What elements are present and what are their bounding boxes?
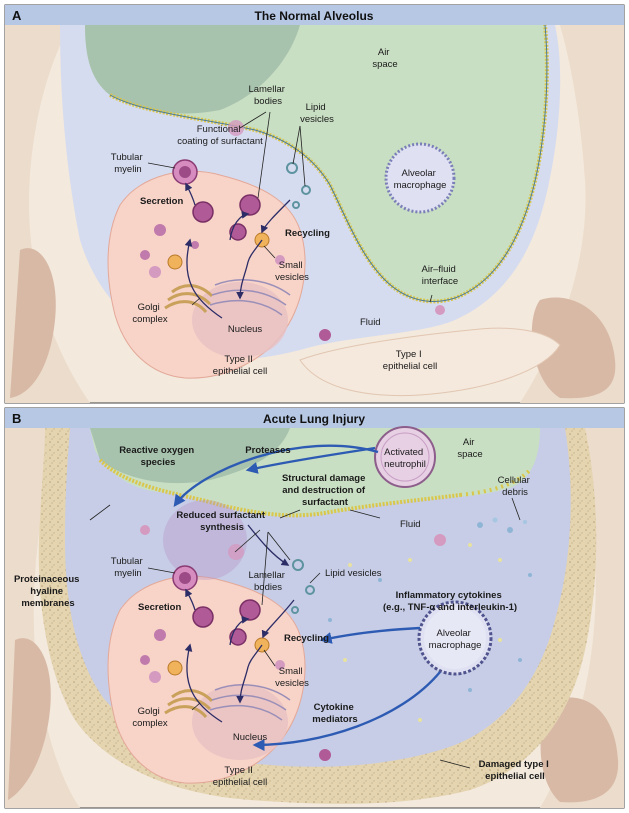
leader-lines-a [147,111,433,306]
surfactant-monolayer-b [98,458,461,518]
tubular-myelin-core-a [179,166,191,178]
panel-a-title: The Normal Alveolus [255,9,374,23]
label-type-ii-cell-b: Type II epithelial cell [213,765,267,788]
label-fluid-b: Fluid [400,519,421,530]
lipid-vesicles-a [286,162,311,209]
label-golgi-complex-b: Golgi complex [132,706,168,729]
tissue-right [520,25,624,403]
label-reactive-oxygen-b: Reactive oxygen species [119,445,197,468]
air-space-a [85,25,547,302]
arrow-lb-mature-b [229,615,250,646]
arrow-reactive-oxygen [173,444,379,507]
arrow-recycling-b [261,599,295,639]
label-alveolar-macrophage-a: Alveolar macrophage [394,168,447,191]
panel-b-letter: B [12,411,21,426]
label-air-fluid-interface-a: Air–fluid interface [422,264,459,287]
small-vesicles-b [167,637,270,676]
label-nucleus-a: Nucleus [228,324,263,335]
label-reduced-synthesis-b: Reduced surfactant synthesis [176,510,267,533]
panel-b-title: Acute Lung Injury [263,412,365,426]
label-small-vesicles-a: Small vesicles [275,260,309,283]
arrow-cytokine-mediators [252,671,441,751]
panel-a-letter: A [12,8,22,23]
golgi-complex-a [164,284,214,314]
arrow-golgi-to-lb-b [184,643,223,723]
arrow-vesicle-to-nucleus-b [236,644,263,704]
label-small-vesicles-b: Small vesicles [275,666,309,689]
label-tubular-myelin-a: Tubular myelin [111,152,146,175]
label-type-i-cell-a: Type I epithelial cell [383,349,437,372]
panel-a: A The Normal Alveolus [4,4,625,404]
label-lipid-vesicles-b: Lipid vesicles [325,568,382,579]
arrow-secretion-a [185,182,196,206]
label-recycling-b: Recycling [284,633,329,644]
label-lamellar-bodies-b: Lamellar bodies [248,570,287,593]
label-golgi-complex-a: Golgi complex [132,302,168,325]
label-lamellar-bodies-a: Lamellar bodies [248,84,287,107]
arrow-recycling-a [260,199,291,234]
arrow-proteases [245,446,376,474]
nucleus-a [192,282,288,358]
surfactant-edge-a [109,24,548,302]
leader-lines-b [89,497,521,769]
label-air-space-b: Air space [457,437,482,460]
capillary-right-b [540,697,619,803]
arrow-golgi-to-lb-a [184,238,223,319]
label-type-ii-cell-a: Type II epithelial cell [213,354,267,377]
capillary-left [10,248,56,398]
air-space-shadow-b [90,428,290,484]
neutrophil-inner-ring [380,432,430,482]
label-air-space-a: Air space [372,47,397,70]
endoplasmic-reticulum-b [209,684,291,721]
tubular-myelin-core-b [179,572,191,584]
activated-neutrophil [374,426,436,488]
label-recycling-a: Recycling [285,228,330,239]
label-secretion-a: Secretion [140,196,183,207]
arrow-inflammatory-cytokines [319,626,421,644]
panel-b-title-bar [5,408,624,428]
panel-b: B Acute Lung Injury [4,407,625,809]
arrow-lb-mature-a [229,210,250,241]
air-space-shadow-a [85,25,300,114]
label-nucleus-b: Nucleus [233,732,268,743]
label-activated-neutrophil-b: Activated neutrophil [384,447,426,470]
cellular-debris-b [328,517,532,722]
label-secretion-b: Secretion [138,602,181,613]
label-lipid-vesicles-a: Lipid vesicles [300,102,334,125]
label-structural-damage-b: Structural damage and destruction of sur… [282,473,368,508]
macrophage-body-b [424,607,486,669]
label-cellular-debris-b: Cellular debris [498,475,533,498]
label-cytokine-mediators-b: Cytokine mediators [312,702,357,725]
arrow-secretion-b [185,588,196,611]
label-inflammatory-cytokines-b: Inflammatory cytokines (e.g., TNF-α and … [383,590,517,613]
label-proteinaceous-b: Proteinaceous hyaline membranes [14,574,82,609]
macrophage-body-a [390,148,450,208]
panel-a-title-bar [5,5,624,25]
lamellar-bodies-b [140,525,446,761]
lamellar-bodies-a [140,120,445,341]
label-proteases-b: Proteases [245,445,290,456]
lipid-vesicles-b [291,559,315,614]
arrow-vesicle-to-nucleus-a [236,239,263,300]
label-alveolar-macrophage-b: Alveolar macrophage [429,628,482,651]
label-tubular-myelin-b: Tubular myelin [111,556,146,579]
capillary-right [531,297,616,399]
capillary-left-b [8,638,51,800]
label-damaged-type-i-b: Damaged type I epithelial cell [479,759,552,782]
type-i-cell-a [299,327,561,397]
label-fluid-a: Fluid [360,317,381,328]
tissue-right-b [540,428,624,808]
label-functional-coating-a: Functional coating of surfactant [177,124,263,147]
golgi-complex-b [164,689,214,719]
reduced-synthesis-zone [163,500,247,580]
endoplasmic-reticulum-a [209,279,291,316]
small-vesicles-a [167,232,270,270]
